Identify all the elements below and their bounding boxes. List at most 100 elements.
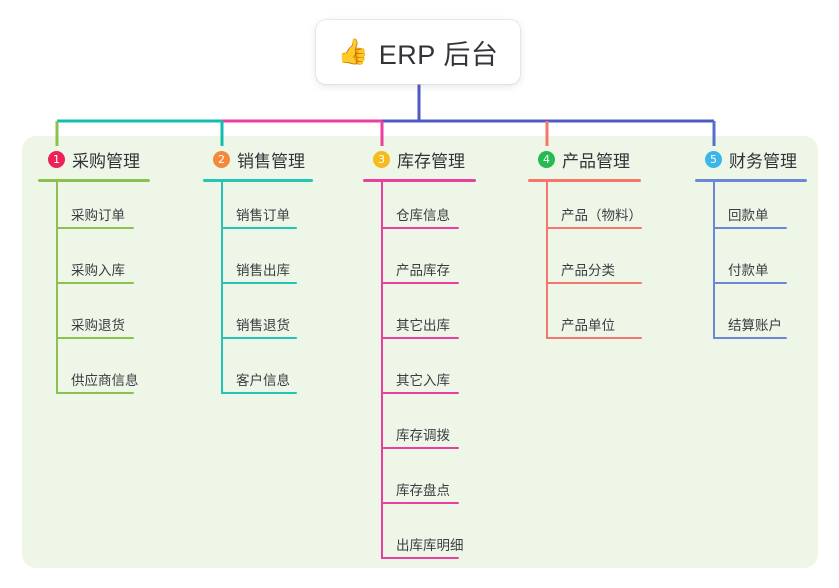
menu-item-underline: [56, 227, 134, 229]
menu-item-underline: [381, 557, 459, 559]
menu-item[interactable]: 其它入库: [363, 347, 476, 402]
menu-item-label: 其它出库: [396, 318, 450, 333]
menu-item[interactable]: 产品库存: [363, 237, 476, 292]
column-header-3[interactable]: 3 库存管理: [363, 146, 476, 172]
menu-item-label: 出库库明细: [396, 538, 464, 553]
menu-item-label: 采购入库: [71, 263, 125, 278]
menu-item-underline: [56, 392, 134, 394]
menu-item[interactable]: 仓库信息: [363, 182, 476, 237]
column-rail-2: [221, 182, 223, 394]
column-badge-icon-3: 3: [373, 150, 390, 168]
column-items-2: 销售订单销售出库销售退货客户信息: [203, 182, 313, 402]
menu-item-label: 销售出库: [236, 263, 290, 278]
menu-item[interactable]: 客户信息: [203, 347, 313, 402]
menu-item-underline: [221, 282, 297, 284]
column-badge-icon-4: 4: [538, 150, 555, 168]
menu-item-underline: [381, 502, 459, 504]
column-title-5: 财务管理: [729, 151, 797, 171]
menu-item[interactable]: 销售退货: [203, 292, 313, 347]
menu-item[interactable]: 结算账户: [695, 292, 807, 347]
column-header-underline-4: [528, 179, 641, 182]
column-rail-5: [713, 182, 715, 339]
column-1: 1 采购管理采购订单采购入库采购退货供应商信息: [38, 146, 150, 402]
menu-item-label: 销售退货: [236, 318, 290, 333]
column-badge-icon-5: 5: [705, 150, 722, 168]
menu-item-label: 产品分类: [561, 263, 615, 278]
menu-item-underline: [56, 337, 134, 339]
menu-item[interactable]: 销售出库: [203, 237, 313, 292]
column-items-1: 采购订单采购入库采购退货供应商信息: [38, 182, 150, 402]
menu-item[interactable]: 产品单位: [528, 292, 642, 347]
column-title-1: 采购管理: [72, 151, 140, 171]
menu-item-label: 客户信息: [236, 373, 290, 388]
menu-item-underline: [546, 337, 642, 339]
menu-item[interactable]: 销售订单: [203, 182, 313, 237]
column-rail-4: [546, 182, 548, 339]
menu-item-underline: [381, 227, 459, 229]
menu-item-label: 库存盘点: [396, 483, 450, 498]
menu-item-underline: [381, 392, 459, 394]
column-rail-3: [381, 182, 383, 559]
column-title-4: 产品管理: [562, 151, 630, 171]
menu-item[interactable]: 产品（物料）: [528, 182, 642, 237]
menu-item-underline: [546, 282, 642, 284]
menu-item-underline: [713, 227, 787, 229]
column-header-underline-5: [695, 179, 807, 182]
column-5: 5 财务管理回款单付款单结算账户: [695, 146, 807, 347]
menu-item-underline: [221, 337, 297, 339]
column-header-4[interactable]: 4 产品管理: [528, 146, 641, 172]
menu-item-label: 仓库信息: [396, 208, 450, 223]
column-items-5: 回款单付款单结算账户: [695, 182, 807, 347]
menu-item[interactable]: 采购订单: [38, 182, 150, 237]
column-header-underline-1: [38, 179, 150, 182]
menu-item-label: 采购订单: [71, 208, 125, 223]
menu-item-underline: [546, 227, 642, 229]
menu-item-underline: [381, 282, 459, 284]
column-badge-icon-1: 1: [48, 150, 65, 168]
menu-item-label: 其它入库: [396, 373, 450, 388]
menu-item[interactable]: 出库库明细: [363, 512, 476, 567]
menu-item[interactable]: 库存盘点: [363, 457, 476, 512]
menu-item[interactable]: 付款单: [695, 237, 807, 292]
column-badge-icon-2: 2: [213, 150, 230, 168]
menu-item[interactable]: 采购退货: [38, 292, 150, 347]
menu-item[interactable]: 库存调拨: [363, 402, 476, 457]
menu-item-label: 供应商信息: [71, 373, 139, 388]
menu-item-label: 付款单: [728, 263, 769, 278]
menu-item-underline: [56, 282, 134, 284]
menu-item-underline: [221, 392, 297, 394]
column-header-5[interactable]: 5 财务管理: [695, 146, 807, 172]
menu-item-label: 销售订单: [236, 208, 290, 223]
menu-item-underline: [221, 227, 297, 229]
menu-item-underline: [713, 282, 787, 284]
menu-item-underline: [381, 337, 459, 339]
root-node-title: ERP 后台: [378, 39, 499, 70]
menu-item-label: 库存调拨: [396, 428, 450, 443]
thumbs-up-icon: 👍: [337, 37, 369, 66]
menu-item-label: 产品（物料）: [561, 208, 642, 223]
column-items-3: 仓库信息产品库存其它出库其它入库库存调拨库存盘点出库库明细: [363, 182, 476, 567]
column-header-underline-3: [363, 179, 476, 182]
menu-item[interactable]: 供应商信息: [38, 347, 150, 402]
diagram-panel: [22, 136, 818, 568]
menu-item[interactable]: 回款单: [695, 182, 807, 237]
menu-item-label: 回款单: [728, 208, 769, 223]
menu-item[interactable]: 其它出库: [363, 292, 476, 347]
menu-item-label: 采购退货: [71, 318, 125, 333]
menu-item[interactable]: 产品分类: [528, 237, 642, 292]
menu-item-underline: [381, 447, 459, 449]
menu-item-underline: [713, 337, 787, 339]
menu-item-label: 产品库存: [396, 263, 450, 278]
menu-item[interactable]: 采购入库: [38, 237, 150, 292]
column-rail-1: [56, 182, 58, 394]
column-3: 3 库存管理仓库信息产品库存其它出库其它入库库存调拨库存盘点出库库明细: [363, 146, 476, 567]
column-title-3: 库存管理: [397, 151, 465, 171]
column-header-1[interactable]: 1 采购管理: [38, 146, 150, 172]
menu-item-label: 结算账户: [728, 318, 782, 333]
root-node-card[interactable]: 👍 ERP 后台: [316, 20, 520, 84]
column-4: 4 产品管理产品（物料） 产品分类产品单位: [528, 146, 642, 347]
